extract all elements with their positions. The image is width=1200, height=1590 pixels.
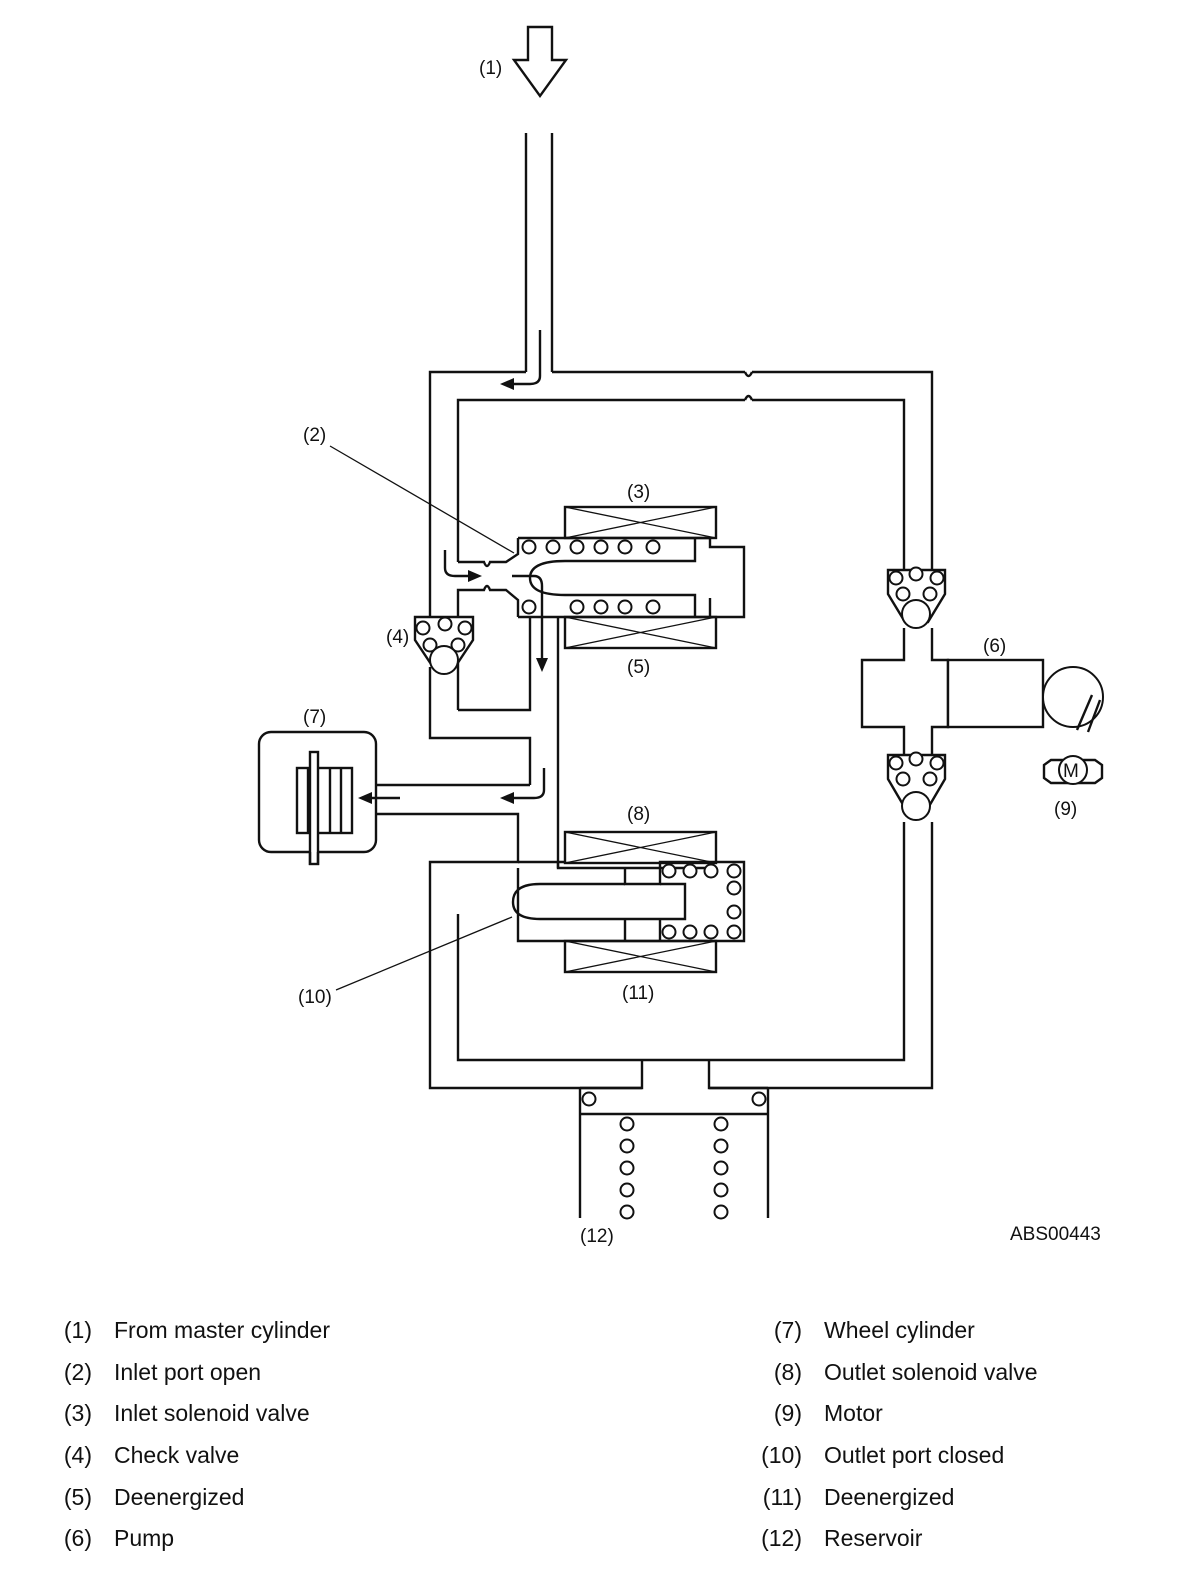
flow-arrow-top [500, 330, 542, 390]
callout-1: (1) [479, 58, 502, 79]
legend-number: (9) [773, 1400, 802, 1427]
legend-number: (1) [63, 1317, 92, 1344]
legend-number: (6) [63, 1525, 92, 1552]
legend: (1) From master cylinder (2) Inlet port op… [0, 1300, 1200, 1570]
flow-arrow-inlet [443, 550, 548, 672]
legend-number: (11) [762, 1483, 802, 1510]
inlet-solenoid-valve [518, 505, 746, 650]
legend-label: Reservoir [824, 1525, 923, 1552]
callout-12: (12) [580, 1226, 614, 1247]
master-cylinder-line [524, 133, 554, 372]
outlet-valve-spring [661, 863, 742, 940]
legend-item: (4) Check valve [40, 1435, 330, 1477]
callout-3: (3) [627, 482, 650, 503]
legend-item: (11) Deenergized [750, 1476, 1038, 1518]
callout-11: (11) [622, 983, 654, 1004]
pump [860, 628, 1045, 762]
legend-number: (8) [773, 1358, 802, 1385]
legend-label: Check valve [114, 1442, 240, 1469]
motor-symbol: M [1063, 761, 1079, 782]
pump-upper-check-valve [886, 566, 947, 629]
legend-number: (4) [63, 1442, 92, 1469]
legend-item: (9) Motor [750, 1393, 1038, 1435]
outlet-solenoid-valve [511, 830, 746, 974]
callout-4: (4) [386, 627, 409, 648]
legend-label: Inlet port open [114, 1358, 262, 1385]
callout-9: (9) [1054, 799, 1077, 820]
callout-6: (6) [983, 636, 1006, 657]
legend-number: (10) [761, 1442, 802, 1469]
legend-item: (3) Inlet solenoid valve [40, 1393, 330, 1435]
leader-10 [335, 916, 513, 991]
legend-item: (2) Inlet port open [40, 1352, 330, 1394]
legend-number: (2) [63, 1358, 92, 1385]
legend-item: (6) Pump [40, 1518, 330, 1560]
legend-label: Wheel cylinder [824, 1317, 975, 1344]
callout-10: (10) [298, 987, 332, 1008]
master-cylinder-input-arrow [511, 25, 569, 99]
legend-number: (3) [63, 1400, 92, 1427]
legend-label: Outlet port closed [824, 1442, 1005, 1469]
legend-number: (12) [761, 1525, 802, 1552]
legend-right-column: (7) Wheel cylinder (8) Outlet solenoid val… [750, 1310, 1038, 1560]
legend-number: (7) [773, 1317, 802, 1344]
motor: M [1042, 755, 1104, 785]
callout-5: (5) [627, 657, 650, 678]
check-valve [413, 615, 475, 675]
reservoir [578, 1086, 770, 1220]
legend-item: (7) Wheel cylinder [750, 1310, 1038, 1352]
legend-label: Outlet solenoid valve [824, 1358, 1038, 1385]
wheel-cylinder-passage [376, 667, 717, 1090]
legend-label: From master cylinder [114, 1317, 330, 1344]
leader-2 [329, 445, 515, 554]
legend-number: (5) [63, 1483, 92, 1510]
legend-item: (12) Reservoir [750, 1518, 1038, 1560]
legend-label: Deenergized [114, 1483, 245, 1510]
legend-left-column: (1) From master cylinder (2) Inlet port op… [40, 1310, 330, 1560]
legend-label: Deenergized [824, 1483, 955, 1510]
legend-label: Pump [114, 1525, 175, 1552]
figure-code: ABS00443 [1010, 1224, 1101, 1245]
wheel-cylinder [257, 730, 378, 866]
return-passage [456, 822, 934, 1090]
legend-label: Motor [824, 1400, 883, 1427]
upper-passage [428, 370, 934, 617]
legend-item: (5) Deenergized [40, 1476, 330, 1518]
callout-8: (8) [627, 804, 650, 825]
legend-item: (1) From master cylinder [40, 1310, 330, 1352]
callout-7: (7) [303, 707, 326, 728]
legend-item: (8) Outlet solenoid valve [750, 1352, 1038, 1394]
flow-arrow-wheel [358, 768, 546, 804]
callout-2: (2) [303, 425, 326, 446]
legend-label: Inlet solenoid valve [114, 1400, 310, 1427]
legend-item: (10) Outlet port closed [750, 1435, 1038, 1477]
pump-lower-check-valve [886, 751, 947, 821]
inlet-passage [456, 538, 560, 868]
abs-hydraulic-diagram: (1) [257, 25, 1104, 1247]
pump-eccentric-cam [1042, 666, 1104, 733]
